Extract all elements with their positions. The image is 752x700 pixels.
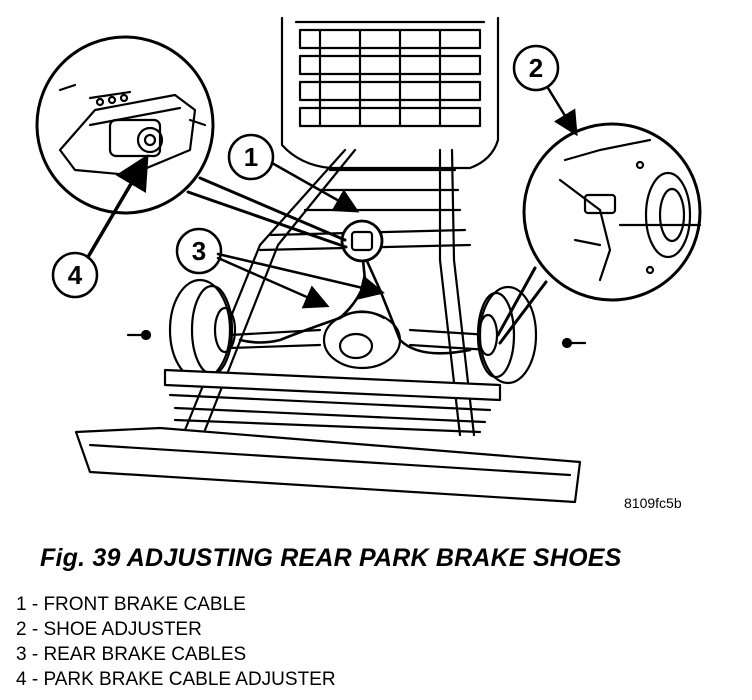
callout-2-number: 2 xyxy=(529,53,543,83)
callout-4 xyxy=(51,153,149,299)
legend-item: 2 - SHOE ADJUSTER xyxy=(16,619,202,640)
vehicle-underside-diagram: 1 2 3 4 xyxy=(35,16,702,504)
right-rear-wheel xyxy=(476,285,538,385)
inset-park-brake-adjuster xyxy=(35,35,215,215)
figure-code: 8109fc5b xyxy=(624,495,682,511)
side-bolts xyxy=(126,329,587,349)
callout-3-number: 3 xyxy=(192,236,206,266)
legend-item: 3 - REAR BRAKE CABLES xyxy=(16,644,247,665)
left-rear-wheel xyxy=(168,278,237,382)
rear-cross-members xyxy=(163,368,502,434)
adjuster-location-circle xyxy=(340,219,384,263)
rear-bumper xyxy=(74,426,582,504)
callout-4-number: 4 xyxy=(68,260,83,290)
callout-1 xyxy=(227,133,360,213)
inset-shoe-adjuster xyxy=(522,122,702,302)
figure-caption: Fig. 39 ADJUSTING REAR PARK BRAKE SHOES xyxy=(40,544,622,572)
callout-3 xyxy=(175,227,385,309)
callout-legend: 1 - FRONT BRAKE CABLE 2 - SHOE ADJUSTER … xyxy=(16,592,336,692)
legend-item: 4 - PARK BRAKE CABLE ADJUSTER xyxy=(16,669,336,690)
callout-1-number: 1 xyxy=(244,142,258,172)
vehicle-body xyxy=(280,16,500,170)
callout-2 xyxy=(512,44,578,137)
legend-item: 1 - FRONT BRAKE CABLE xyxy=(16,594,246,615)
